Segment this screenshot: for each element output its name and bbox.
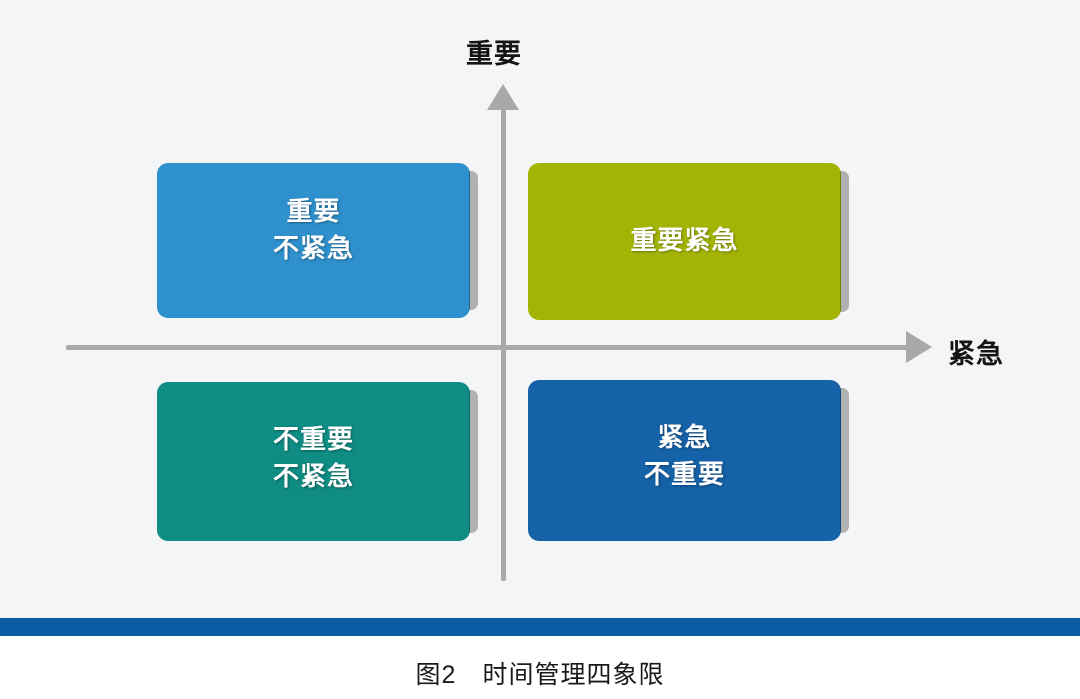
quadrant-label-line-2: 不紧急 bbox=[272, 232, 354, 263]
quadrant-label-line-2: 不紧急 bbox=[272, 460, 354, 491]
quadrant-urgent-not-important[interactable]: 紧急 不重要 bbox=[528, 380, 849, 541]
figure-caption: 图2 时间管理四象限 bbox=[415, 661, 665, 689]
quadrant-important-urgent[interactable]: 重要紧急 bbox=[528, 163, 849, 320]
quadrant-label-line-1: 不重要 bbox=[272, 423, 354, 454]
quadrant-label-line-1: 重要紧急 bbox=[630, 225, 739, 256]
vertical-axis-line bbox=[501, 106, 506, 581]
caption-area bbox=[0, 636, 1080, 699]
horizontal-axis-line bbox=[66, 345, 914, 350]
quadrant-label-line-1: 重要 bbox=[286, 195, 341, 226]
quadrant-label-line-1: 紧急 bbox=[657, 421, 712, 452]
horizontal-axis-arrow-icon bbox=[906, 331, 932, 363]
quadrant-important-not-urgent[interactable]: 重要 不紧急 bbox=[157, 163, 478, 318]
quadrant-not-important-not-urgent[interactable]: 不重要 不紧急 bbox=[157, 382, 478, 541]
divider-rule bbox=[0, 618, 1080, 636]
quadrant-label-line-2: 不重要 bbox=[643, 458, 725, 489]
vertical-axis-label: 重要 bbox=[466, 39, 522, 69]
vertical-axis-arrow-icon bbox=[487, 84, 519, 110]
horizontal-axis-label: 紧急 bbox=[948, 339, 1004, 369]
